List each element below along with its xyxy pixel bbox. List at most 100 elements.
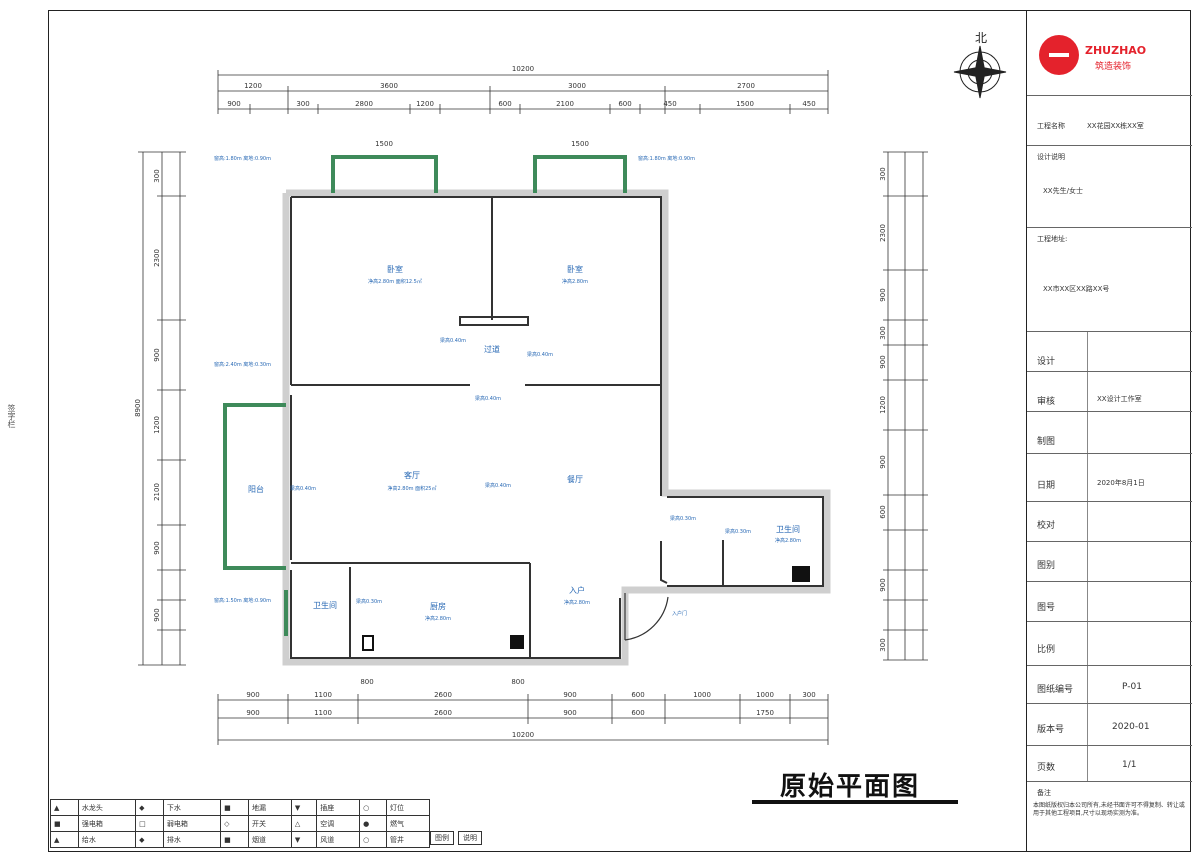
svg-text:900: 900	[153, 348, 161, 361]
tb-row: 工程地址: XX市XX区XX路XX号	[1027, 228, 1192, 332]
svg-text:900: 900	[227, 100, 240, 108]
svg-text:900: 900	[879, 578, 887, 591]
svg-text:2600: 2600	[434, 709, 452, 717]
svg-text:1500: 1500	[375, 140, 393, 148]
svg-text:梁高0.40m: 梁高0.40m	[527, 351, 553, 358]
svg-text:2300: 2300	[153, 249, 161, 267]
bottom-dimensions	[217, 694, 829, 745]
svg-text:2100: 2100	[556, 100, 574, 108]
svg-text:梁高0.40m: 梁高0.40m	[440, 337, 466, 344]
room-sub: 净高2.80m 面积12.5㎡	[368, 278, 422, 285]
room-sub: 净高2.80m 面积25㎡	[388, 485, 437, 492]
room-sub: 净高2.80m	[425, 615, 451, 622]
svg-text:1200: 1200	[244, 82, 262, 90]
dimension-texts: 10200 1200 3600 3000 2700 900 300 2800 1…	[227, 65, 815, 739]
svg-text:1500: 1500	[736, 100, 754, 108]
room-labels: 卧室 净高2.80m 面积12.5㎡ 卧室 净高2.80m 客厅 净高2.80m…	[248, 264, 801, 622]
tb-notes: 备注 本图纸版权归本公司所有,未经书面许可不得复制、转让或用于其他工程项目,尺寸…	[1033, 789, 1185, 817]
room-name: 卧室	[567, 264, 583, 274]
svg-text:900: 900	[153, 608, 161, 621]
title-block: ZHUZHAO 筑造装饰 工程名称 XX花园XX栋XX室 设计说明 XX先生/女…	[1026, 10, 1192, 852]
svg-text:入户门: 入户门	[672, 610, 687, 617]
svg-text:梁高0.40m: 梁高0.40m	[290, 485, 316, 492]
svg-text:2600: 2600	[434, 691, 452, 699]
legend-table: ▲水龙头◆下水■地漏▼插座○灯位 ■强电箱□弱电箱◇开关△空调●燃气 ▲给水◆排…	[50, 799, 431, 848]
legend-extra-1: 图例	[430, 831, 454, 845]
room-sub: 净高2.80m	[775, 537, 801, 544]
svg-text:窗高:1.80m 离地:0.90m: 窗高:1.80m 离地:0.90m	[638, 155, 695, 162]
svg-text:800: 800	[360, 678, 373, 686]
svg-text:600: 600	[498, 100, 511, 108]
room-name: 阳台	[248, 484, 264, 494]
svg-text:1200: 1200	[879, 396, 887, 414]
svg-text:300: 300	[802, 691, 815, 699]
room-name: 客厅	[404, 470, 420, 480]
svg-text:1200: 1200	[416, 100, 434, 108]
svg-text:1000: 1000	[693, 691, 711, 699]
left-dimensions	[138, 151, 186, 666]
svg-text:900: 900	[879, 355, 887, 368]
svg-text:450: 450	[802, 100, 815, 108]
svg-text:梁高0.30m: 梁高0.30m	[725, 528, 751, 535]
svg-text:1100: 1100	[314, 691, 332, 699]
annotation-texts: 窗高:1.80m 离地:0.90m 窗高:1.80m 离地:0.90m 窗高:2…	[214, 155, 751, 617]
svg-text:1100: 1100	[314, 709, 332, 717]
svg-text:900: 900	[879, 455, 887, 468]
svg-text:300: 300	[296, 100, 309, 108]
svg-text:梁高0.40m: 梁高0.40m	[475, 395, 501, 402]
room-name: 卫生间	[776, 524, 800, 534]
svg-text:450: 450	[663, 100, 676, 108]
svg-text:900: 900	[563, 691, 576, 699]
svg-text:1750: 1750	[756, 709, 774, 717]
left-dimension-texts: 8900 300 2300 900 1200 2100 900 900	[134, 169, 161, 621]
legend: ▲水龙头◆下水■地漏▼插座○灯位 ■强电箱□弱电箱◇开关△空调●燃气 ▲给水◆排…	[50, 799, 488, 850]
room-name: 卧室	[387, 264, 403, 274]
legend-row: ■强电箱□弱电箱◇开关△空调●燃气	[50, 815, 431, 832]
svg-text:600: 600	[879, 505, 887, 518]
room-sub: 净高2.80m	[562, 278, 588, 285]
svg-text:2700: 2700	[737, 82, 755, 90]
room-name: 入户	[569, 585, 585, 595]
svg-text:2800: 2800	[355, 100, 373, 108]
room-name: 厨房	[430, 601, 446, 611]
svg-text:900: 900	[563, 709, 576, 717]
svg-text:窗高:1.80m 离地:0.90m: 窗高:1.80m 离地:0.90m	[214, 155, 271, 162]
svg-text:800: 800	[511, 678, 524, 686]
interior-walls	[290, 196, 824, 659]
top-dimensions	[217, 70, 829, 114]
north-label: 北	[975, 31, 987, 45]
svg-text:3000: 3000	[568, 82, 586, 90]
svg-text:1200: 1200	[153, 416, 161, 434]
tb-row: 比例	[1027, 622, 1192, 666]
room-name: 过道	[484, 344, 500, 354]
tb-row: 工程名称 XX花园XX栋XX室	[1027, 96, 1192, 146]
drawing-title: 原始平面图	[780, 772, 921, 802]
company-name: ZHUZHAO	[1085, 44, 1146, 57]
right-dimensions	[883, 151, 928, 661]
legend-row: ▲水龙头◆下水■地漏▼插座○灯位	[50, 799, 431, 816]
svg-text:300: 300	[879, 638, 887, 651]
svg-text:900: 900	[246, 691, 259, 699]
legend-row: ▲给水◆排水■烟道▼风道○管井	[50, 831, 431, 848]
title-underline	[752, 800, 958, 804]
svg-text:2300: 2300	[879, 224, 887, 242]
svg-text:8900: 8900	[134, 399, 142, 417]
svg-text:2100: 2100	[153, 483, 161, 501]
company-logo: ZHUZHAO 筑造装饰	[1039, 35, 1146, 75]
tb-row: 校对	[1027, 502, 1192, 542]
svg-text:300: 300	[153, 169, 161, 182]
svg-text:600: 600	[631, 709, 644, 717]
tb-row: 图别	[1027, 542, 1192, 582]
fixtures	[362, 566, 810, 651]
compass-icon	[953, 45, 1007, 99]
svg-text:梁高0.30m: 梁高0.30m	[670, 515, 696, 522]
svg-text:900: 900	[246, 709, 259, 717]
svg-text:900: 900	[153, 541, 161, 554]
margin-note: 签字栏	[7, 404, 16, 428]
windows	[223, 155, 627, 636]
svg-text:1500: 1500	[571, 140, 589, 148]
right-dimension-texts: 300 2300 900 300 900 1200 900 600 900 30…	[879, 167, 887, 651]
